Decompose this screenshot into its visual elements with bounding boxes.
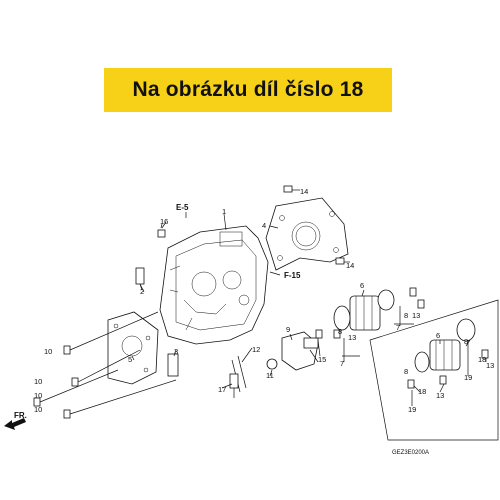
callout-6a: 6 <box>360 281 364 290</box>
callout-7b: 7 <box>396 323 400 332</box>
callout-9: 9 <box>286 325 290 334</box>
callout-10c: 10 <box>34 391 42 400</box>
direction-arrow: FR. <box>4 411 27 430</box>
callout-7a: 7 <box>340 359 344 368</box>
dowel-pin-lower <box>335 257 345 265</box>
callout-17: 17 <box>218 385 226 394</box>
banner-text: Na obrázku díl číslo 18 <box>132 78 364 101</box>
leader-lines <box>131 221 487 406</box>
ref-f15: F-15 <box>284 271 301 280</box>
intake-joint-middle <box>333 287 425 339</box>
callout-13c: 13 <box>436 391 444 400</box>
callout-18b: 18 <box>478 355 486 364</box>
callout-8b: 8 <box>404 311 408 320</box>
callout-3: 3 <box>174 347 178 356</box>
part-16-bolt <box>157 223 166 238</box>
callout-13d: 13 <box>486 361 494 370</box>
direction-label: FR. <box>14 411 27 420</box>
callout-12: 12 <box>252 345 260 354</box>
bolt-10-b <box>71 377 79 387</box>
part-3-sleeve <box>167 353 179 377</box>
callout-14b: 14 <box>346 261 354 270</box>
callout-10b: 10 <box>34 377 42 386</box>
callout-16: 16 <box>160 217 168 226</box>
callout-5: 5 <box>128 355 132 364</box>
bolt-10-d <box>63 409 71 419</box>
callout-13a: 13 <box>348 333 356 342</box>
callout-18a: 18 <box>418 387 426 396</box>
cylinder-head <box>159 213 269 345</box>
callout-13b: 13 <box>412 311 420 320</box>
part-9-housing <box>281 331 319 371</box>
callout-numbers: 1 2 3 4 5 6 6 7 7 8 8 8 8 9 10 10 10 10 … <box>34 187 494 414</box>
callout-10a: 10 <box>44 347 52 356</box>
part-5-cover-plate <box>107 311 159 385</box>
callout-6b: 6 <box>436 331 440 340</box>
callout-8a: 8 <box>338 327 342 336</box>
dowel-pin-upper <box>283 185 293 193</box>
head-gasket <box>265 197 349 271</box>
part-17-sensor <box>229 373 239 398</box>
callout-4: 4 <box>262 221 266 230</box>
callout-2: 2 <box>140 287 144 296</box>
callout-19b: 19 <box>464 373 472 382</box>
callout-14a: 14 <box>300 187 308 196</box>
long-bolts <box>33 311 177 419</box>
callout-15: 15 <box>318 355 326 364</box>
intake-joint-right <box>369 299 499 441</box>
drawing-code: GEZ3E0200A <box>392 450 429 456</box>
callout-10d: 10 <box>34 405 42 414</box>
callout-19a: 19 <box>408 405 416 414</box>
ref-e5: E-5 <box>176 203 189 212</box>
callout-8d: 8 <box>464 337 468 346</box>
part-11-o-ring <box>266 358 278 370</box>
bolt-10-a <box>63 345 71 355</box>
title-banner: Na obrázku díl číslo 18 <box>104 68 392 112</box>
callout-1: 1 <box>222 207 226 216</box>
part-15-bolt <box>315 329 323 339</box>
callout-8c: 8 <box>404 367 408 376</box>
